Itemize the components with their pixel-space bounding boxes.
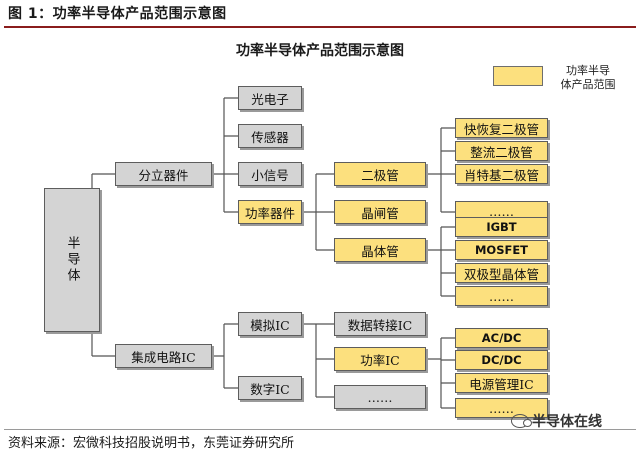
node-transistor-more: ……: [455, 286, 548, 306]
top-rule: [4, 26, 636, 28]
watermark: 半导体在线: [511, 411, 602, 431]
node-igbt: IGBT: [455, 217, 548, 237]
node-semiconductor: 半导体: [44, 188, 100, 332]
node-optoelectronics: 光电子: [238, 86, 302, 110]
node-power-ic-more: ……: [455, 398, 548, 418]
wechat-icon: [511, 414, 532, 428]
node-integrated-circuit: 集成电路IC: [115, 344, 212, 368]
node-ac-dc: AC/DC: [455, 328, 548, 348]
node-small-signal: 小信号: [238, 162, 302, 186]
node-analog-ic: 模拟IC: [238, 312, 302, 336]
node-mosfet: MOSFET: [455, 240, 548, 260]
watermark-text: 半导体在线: [532, 414, 602, 430]
node-power-management-ic: 电源管理IC: [455, 373, 548, 393]
node-fast-recovery-diode: 快恢复二极管: [455, 118, 548, 138]
node-schottky-diode: 肖特基二极管: [455, 164, 548, 184]
node-data-converter-ic: 数据转接IC: [334, 312, 426, 336]
node-thyristor: 晶闸管: [334, 200, 426, 224]
figure-label: 图 1：功率半导体产品范围示意图: [8, 6, 227, 22]
node-sensor: 传感器: [238, 124, 302, 148]
node-bipolar-transistor: 双极型晶体管: [455, 263, 548, 283]
source-note: 资料来源：宏微科技招股说明书，东莞证券研究所: [8, 436, 295, 451]
node-dc-dc: DC/DC: [455, 350, 548, 370]
bottom-rule: [4, 429, 636, 430]
node-analog-ic-more: ……: [334, 385, 426, 409]
node-power-device: 功率器件: [238, 200, 302, 224]
legend-label-line2: 体产品范围: [560, 78, 616, 91]
legend-swatch: [493, 66, 543, 86]
node-transistor: 晶体管: [334, 238, 426, 262]
node-power-ic: 功率IC: [334, 347, 426, 371]
legend-label-line1: 功率半导: [566, 64, 610, 77]
node-diode: 二极管: [334, 162, 426, 186]
legend-label: 功率半导 体产品范围: [550, 64, 626, 92]
node-digital-ic: 数字IC: [238, 376, 302, 400]
node-discrete-devices: 分立器件: [115, 162, 212, 186]
diagram-title: 功率半导体产品范围示意图: [236, 43, 404, 59]
node-rectifier-diode: 整流二极管: [455, 141, 548, 161]
